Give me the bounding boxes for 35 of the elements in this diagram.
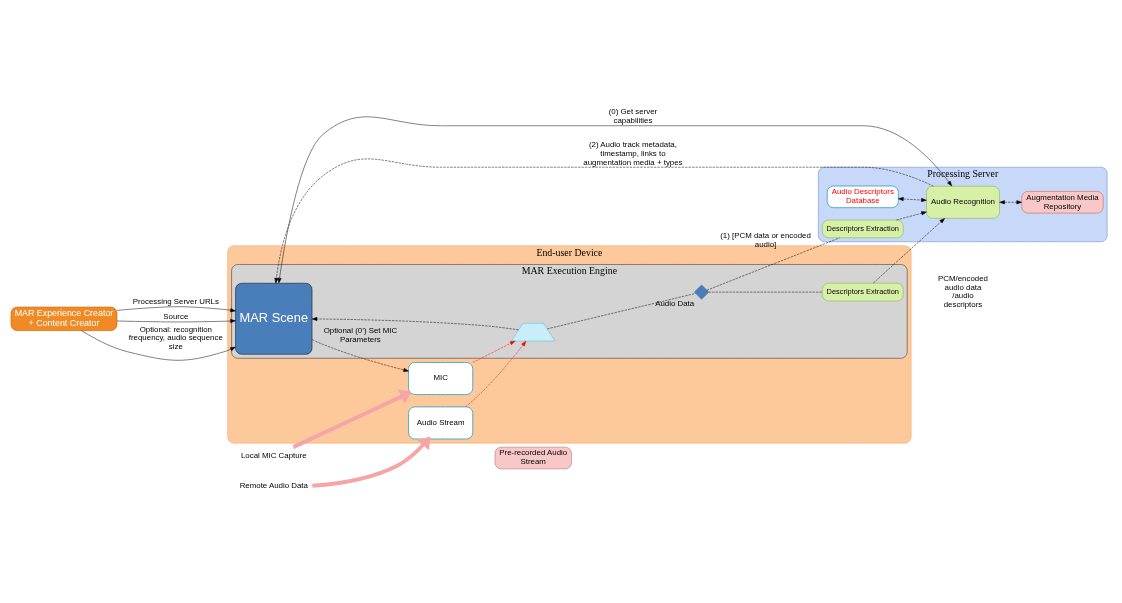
node-box: Audio Stream	[408, 406, 474, 440]
node-box: Pre-recorded Audio Stream	[494, 446, 572, 470]
node-box: MAR Scene	[235, 283, 313, 355]
edge-label: (2) Audio track metadata, timestamp, links to augmentation media + types	[583, 139, 683, 167]
arrow	[472, 340, 516, 363]
arrow	[999, 200, 1022, 205]
edge-label: Source	[163, 311, 189, 321]
edge-label: Optional: recognition frequency, audio sequence size	[128, 324, 223, 352]
node-label: Audio Data	[655, 298, 695, 308]
arrow	[277, 116, 953, 284]
node-text: Remote Audio Data	[239, 481, 308, 491]
arrow	[872, 218, 945, 284]
node-text: Local MIC Capture	[240, 450, 307, 460]
edge-label: (0) Get server capabilities	[608, 107, 658, 126]
arrow	[116, 319, 236, 323]
label: PCM/encoded audio data /audio descriptors	[938, 273, 988, 310]
arrow	[312, 436, 431, 488]
arrow	[896, 211, 927, 221]
node-box: MAR Experience Creator + Content Creator	[10, 306, 118, 331]
arrow	[274, 158, 934, 284]
edge-label: Optional (0’) Set MIC Parameters	[323, 326, 398, 344]
arrow	[81, 330, 236, 361]
arrow	[116, 306, 236, 313]
arrow	[898, 197, 927, 202]
arrow	[465, 340, 527, 408]
edge-label: Processing Server URLs	[132, 297, 219, 307]
arrow	[311, 339, 409, 372]
arrow	[311, 317, 519, 331]
node-box: MIC	[408, 361, 474, 396]
connector	[706, 237, 840, 291]
node-box: Audio Descriptors Database	[826, 185, 899, 209]
node-diamond	[694, 284, 709, 300]
node-trapezoid	[511, 322, 556, 342]
node-box: Augmentation Media Repository	[1021, 191, 1104, 214]
node-box: Audio Recognition	[926, 185, 1000, 219]
